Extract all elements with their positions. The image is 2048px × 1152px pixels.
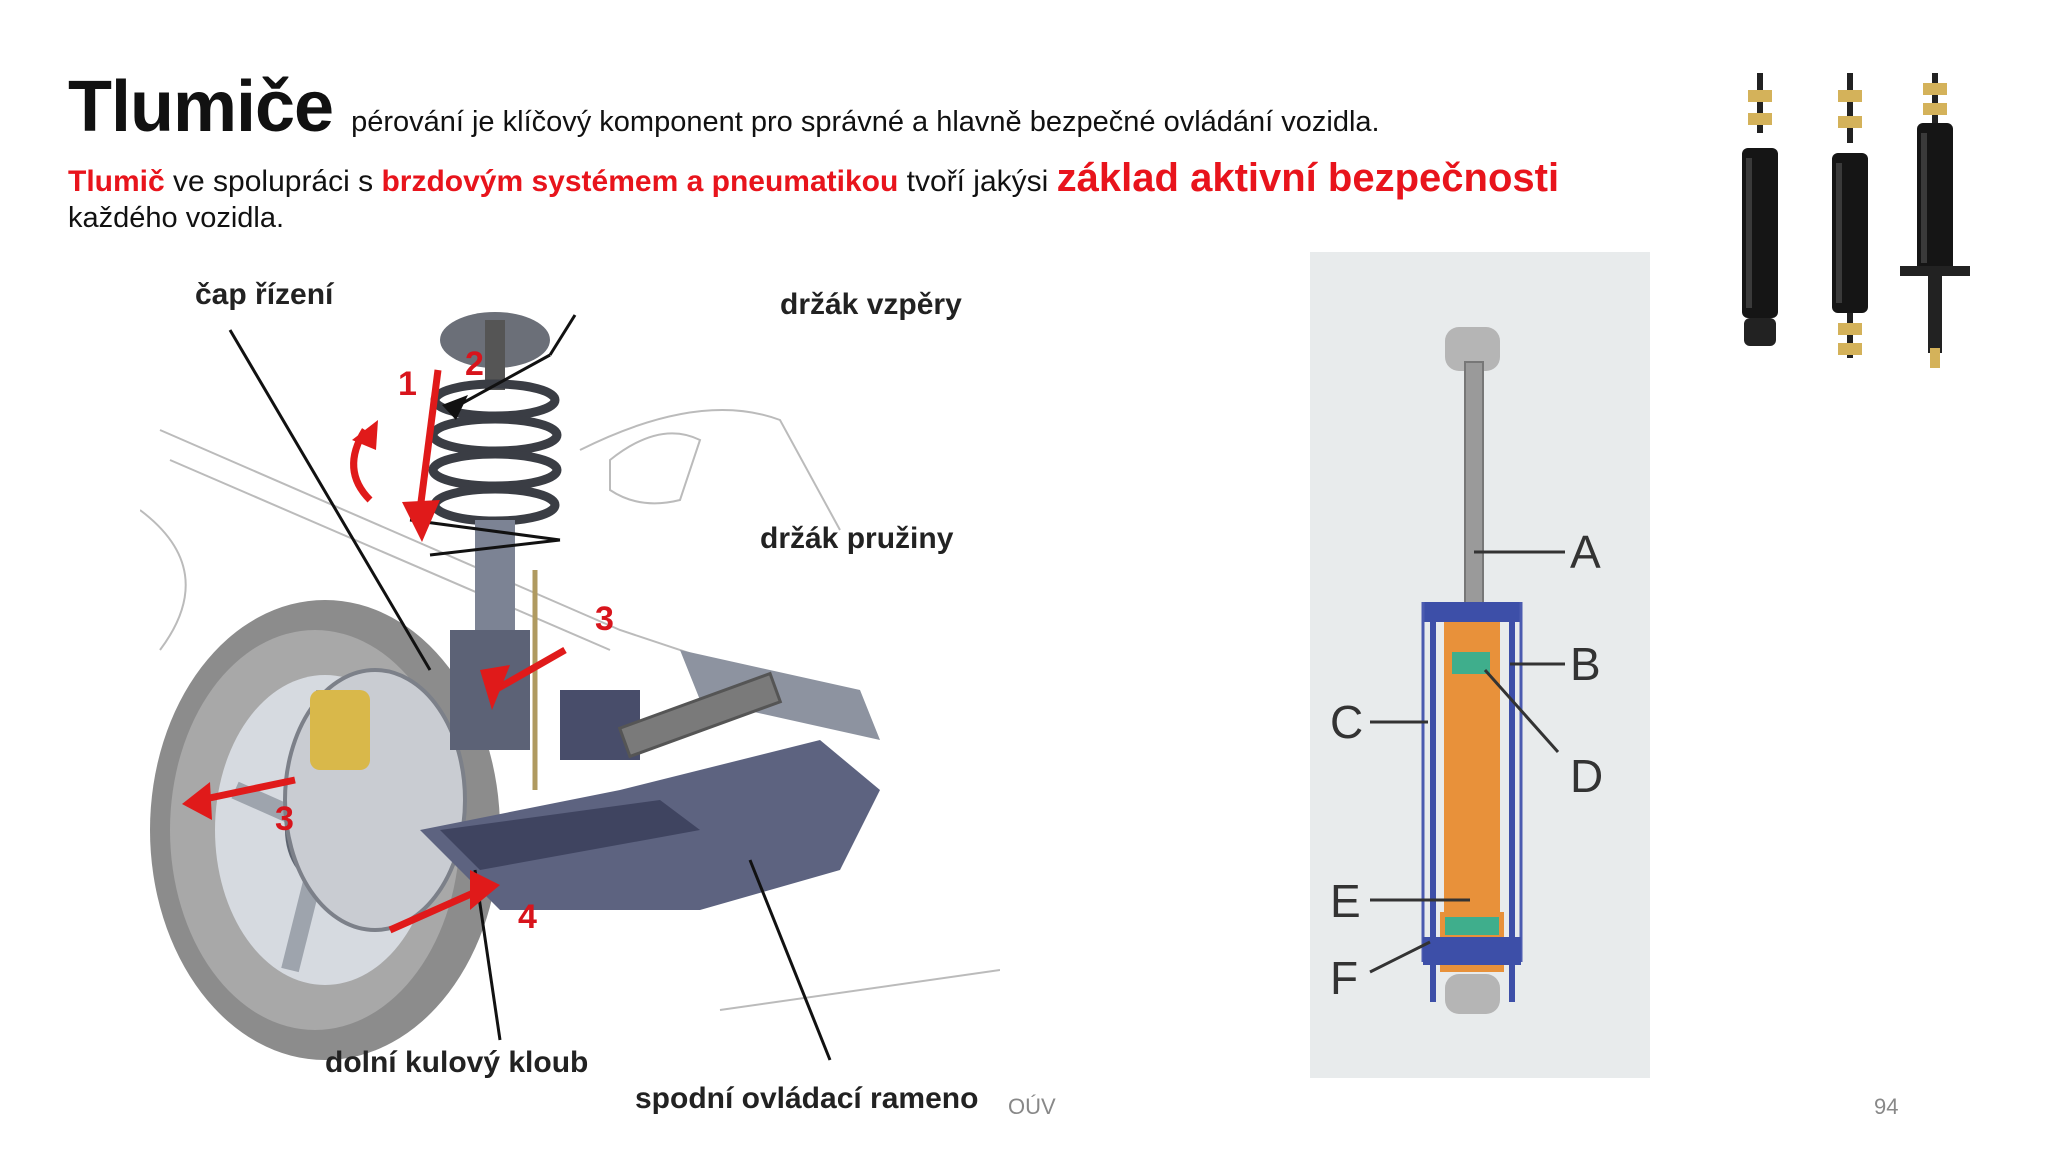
- label-cap-rizeni: čap řízení: [195, 278, 335, 311]
- label-f: F: [1330, 952, 1358, 1004]
- leader-lines: [228, 314, 832, 1061]
- number-2: 2: [465, 345, 484, 383]
- piston-valve: [1452, 652, 1490, 674]
- number-3-upper: 3: [595, 600, 614, 638]
- schematic-leaders: [1369, 550, 1565, 974]
- shock-absorber-3: [1900, 73, 1970, 368]
- label-d: D: [1570, 750, 1603, 802]
- top-seal: [1423, 602, 1521, 622]
- intro-line: Tlumič ve spolupráci s brzdovým systémem…: [68, 156, 1559, 201]
- top-bushing: [1445, 327, 1500, 371]
- base-valve: [1445, 917, 1499, 935]
- outer-tube-left: [1430, 602, 1436, 1002]
- label-dolni-kloub: dolní kulový kloub: [325, 1046, 588, 1079]
- force-numbers: 1 2 3 3 4: [275, 345, 614, 936]
- page-title: Tlumiče: [68, 67, 334, 147]
- number-1: 1: [398, 365, 417, 403]
- shock-absorber-schematic: A B C D E F: [1310, 252, 1650, 1078]
- label-a: A: [1570, 526, 1601, 578]
- page-subtitle: pérování je klíčový komponent pro správn…: [351, 106, 1380, 138]
- intro-line-2: každého vozidla.: [68, 202, 285, 234]
- number-3-lower: 3: [275, 800, 294, 838]
- intro-text-2: tvoří jakýsi: [898, 165, 1057, 198]
- label-b: B: [1570, 638, 1601, 690]
- intro-highlight-systems: brzdovým systémem a pneumatikou: [381, 165, 899, 198]
- intro-text-1: ve spolupráci s: [164, 165, 382, 198]
- bottom-seal: [1423, 937, 1521, 965]
- brake-caliper: [310, 690, 370, 770]
- arrow-head-vzpera: [442, 395, 468, 420]
- intro-highlight-safety: základ aktivní bezpečnosti: [1056, 156, 1560, 200]
- number-4: 4: [518, 898, 537, 936]
- suspension-illustration: 1 2 3 3 4 čap řízení držák vzpěry držák …: [140, 278, 1000, 1115]
- intro-highlight-tlumic: Tlumič: [68, 165, 165, 198]
- shock-absorber-2: [1832, 73, 1868, 358]
- label-drzak-pruziny: držák pružiny: [760, 522, 954, 555]
- page-number: 94: [1874, 1094, 1899, 1119]
- outer-tube-right: [1509, 602, 1515, 1002]
- force-arrow-heads: [182, 420, 510, 910]
- footer-org: OÚV: [1008, 1094, 1056, 1119]
- label-e: E: [1330, 875, 1361, 927]
- title-row: Tlumiče pérování je klíčový komponent pro…: [68, 66, 1380, 148]
- label-c: C: [1330, 696, 1363, 748]
- label-spodni-rameno: spodní ovládací rameno: [635, 1082, 978, 1115]
- shock-absorbers-photo: [1742, 73, 1970, 368]
- subframe: [420, 650, 880, 910]
- label-drzak-vzpery: držák vzpěry: [780, 288, 962, 321]
- steering-rack: [617, 671, 783, 759]
- bottom-bushing: [1445, 974, 1500, 1014]
- schematic-labels: A B C D E F: [1330, 526, 1603, 1004]
- part-labels: čap řízení držák vzpěry držák pružiny do…: [195, 278, 978, 1115]
- shock-absorber-1: [1742, 73, 1778, 346]
